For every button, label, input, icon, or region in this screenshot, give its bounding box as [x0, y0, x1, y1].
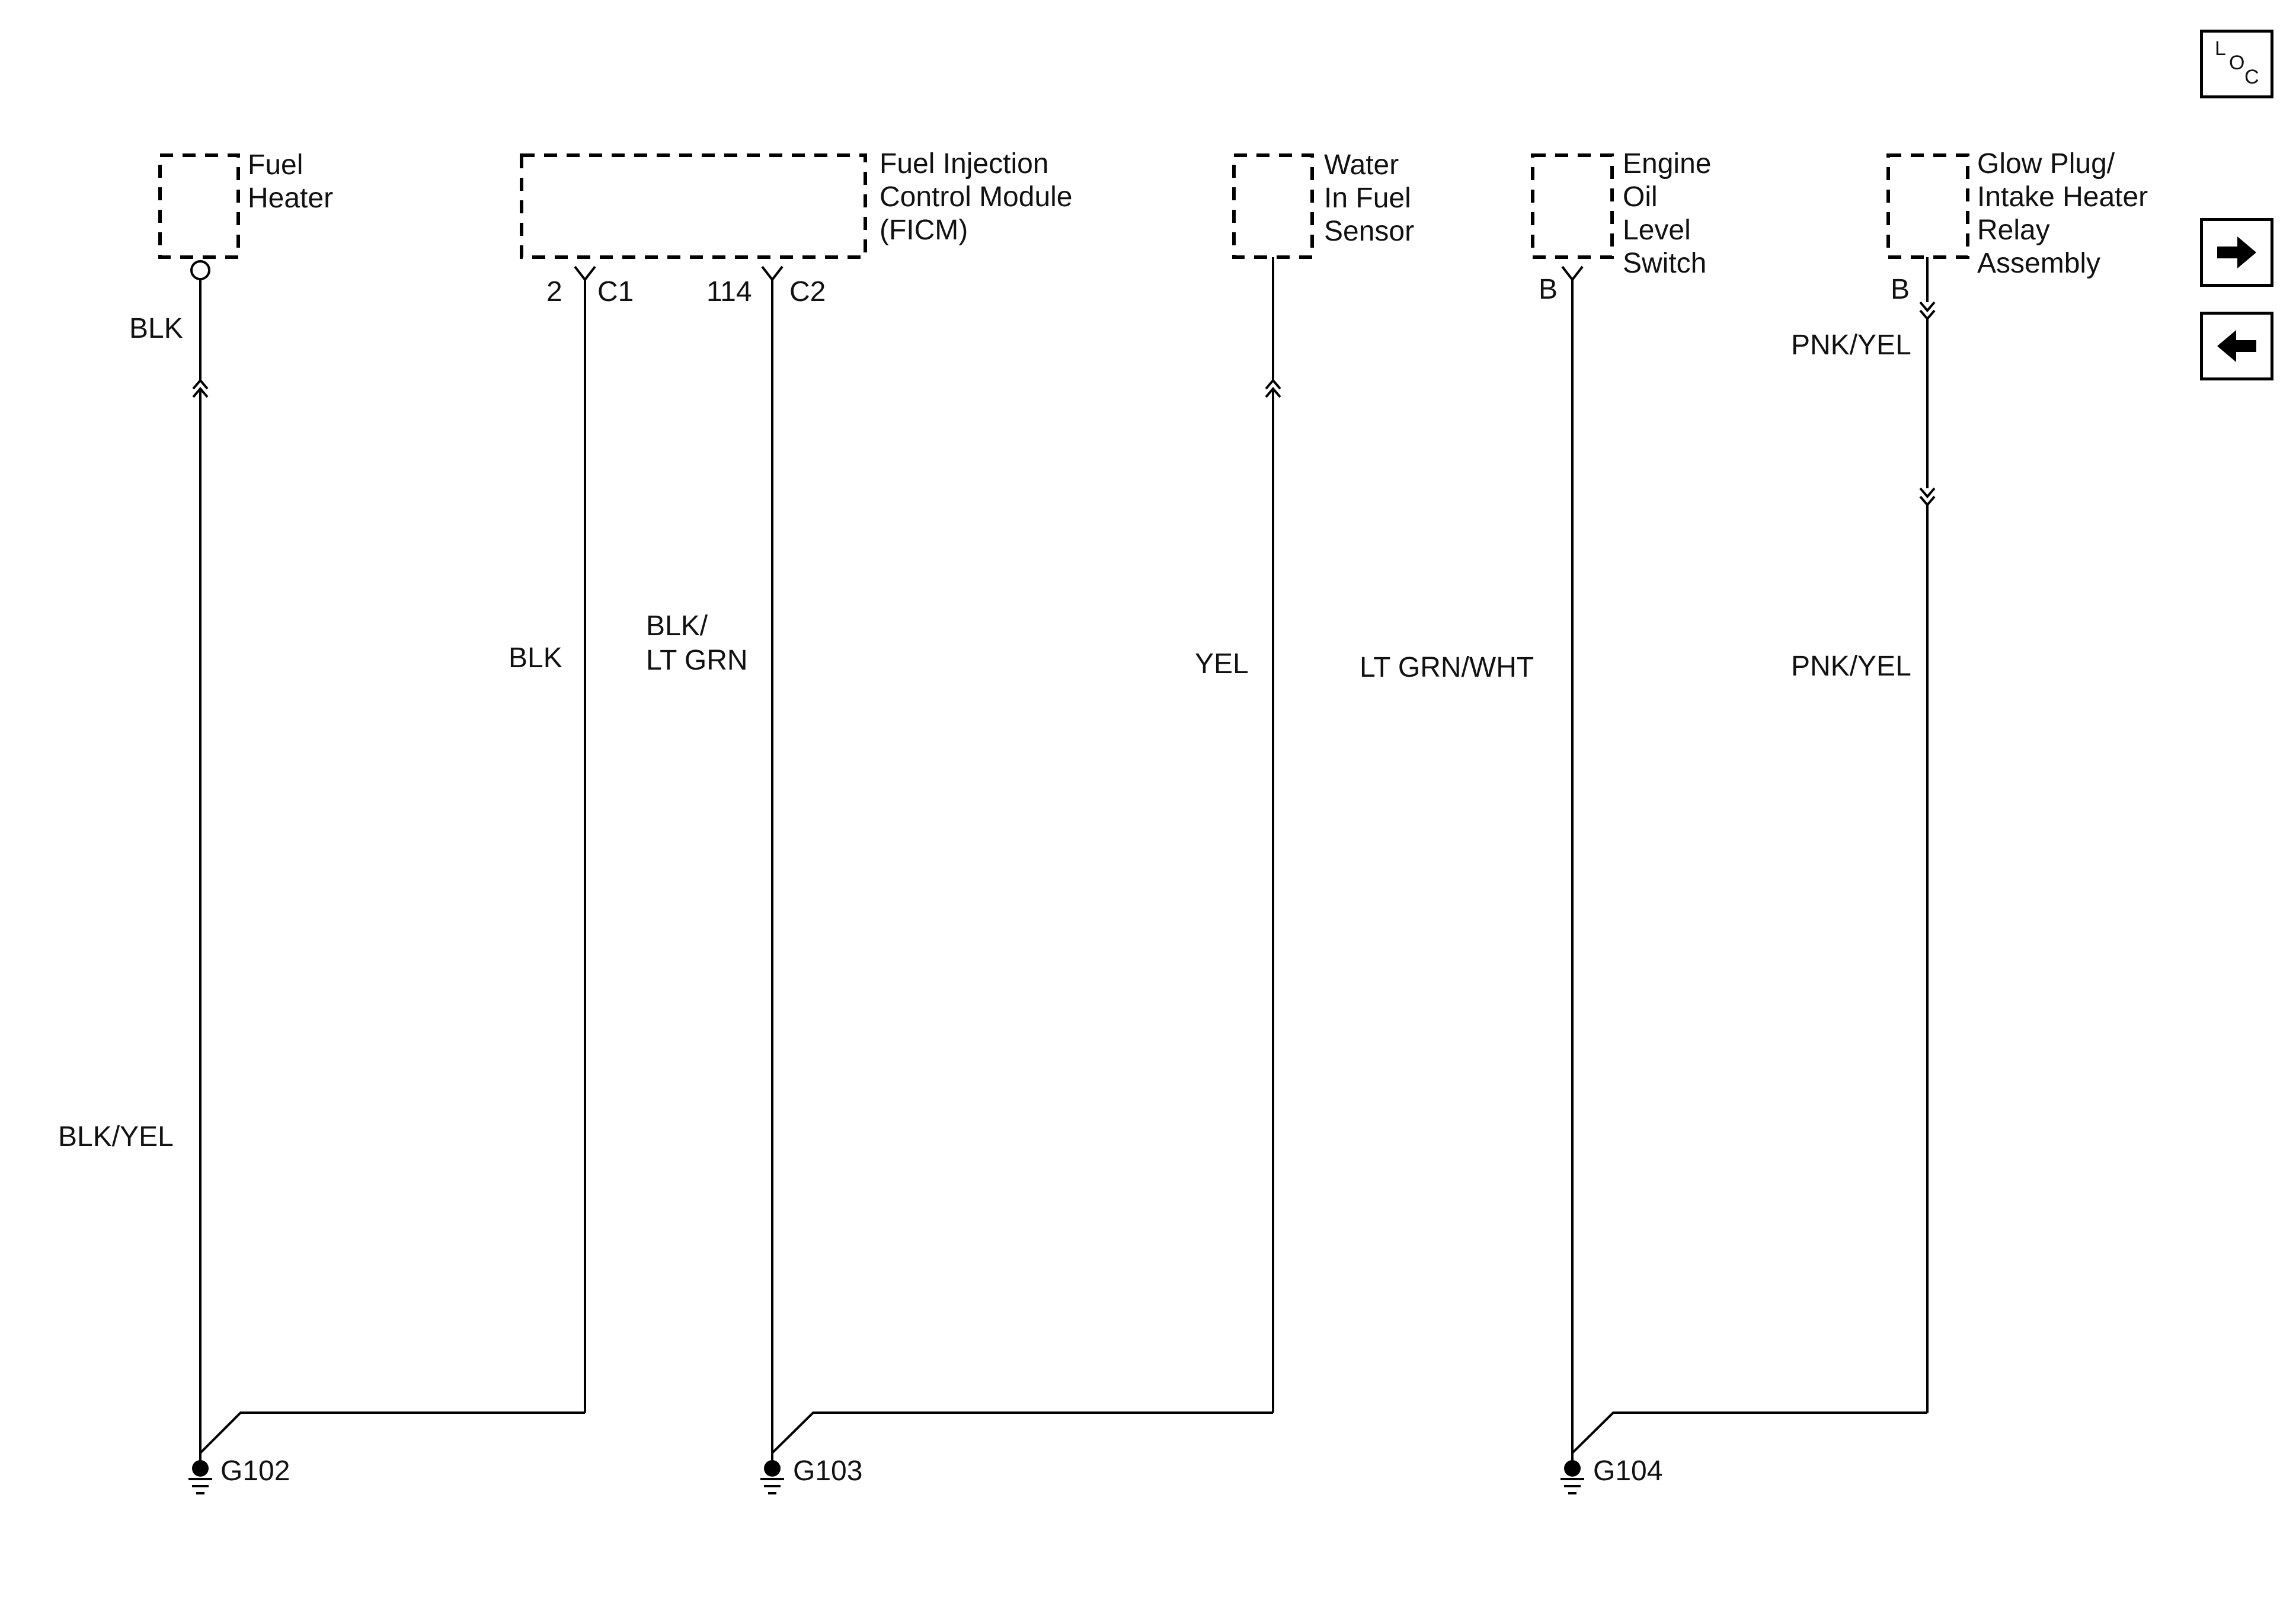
g103-junction-wire	[771, 1411, 1273, 1454]
g102-junction-wire	[199, 1411, 585, 1454]
wire-label-lt-grn-wht: LT GRN/WHT	[1360, 652, 1534, 683]
glow-plug-relay-label: Glow Plug/ Intake Heater Relay Assembly	[1977, 148, 2156, 279]
g102-ground-icon	[188, 1478, 212, 1494]
glow-plug-relay-box	[1886, 153, 1969, 259]
loc-letter-c: C	[2244, 66, 2259, 88]
loc-icon: L O C	[2215, 37, 2259, 88]
ficm-label: Fuel Injection Control Module (FICM)	[880, 148, 1080, 246]
g104-ground-icon	[1560, 1478, 1584, 1494]
wire-label-blk-yel: BLK/YEL	[58, 1121, 174, 1153]
wire-label-pnk-yel-upper: PNK/YEL	[1791, 329, 1911, 361]
ficm-c2-connector-label: C2	[789, 276, 826, 308]
g102-label: G102	[220, 1455, 290, 1487]
ficm-c1-pin-number: 2	[546, 276, 562, 308]
ficm-c2-pin-number: 114	[706, 276, 752, 308]
next-page-button[interactable]	[2200, 218, 2273, 287]
g103-splice-dot	[764, 1460, 781, 1477]
ficm-c1-connector-label: C1	[597, 276, 634, 308]
ficm-c2-pin-connector	[761, 265, 784, 282]
fuel-heater-box	[158, 153, 240, 259]
wire-label-blk-ficm: BLK	[509, 642, 562, 674]
wire-label-pnk-yel-lower: PNK/YEL	[1791, 651, 1911, 682]
arrow-right-icon	[2217, 236, 2256, 268]
g104-splice-dot	[1564, 1460, 1581, 1477]
oil-switch-label: Engine Oil Level Switch	[1623, 148, 1719, 279]
g103-label: G103	[793, 1455, 862, 1487]
g103-ground-icon	[760, 1478, 784, 1494]
wire-label-blk-fuel-heater: BLK	[129, 313, 183, 344]
arrow-left-icon	[2217, 330, 2256, 362]
loc-letter-o: O	[2229, 52, 2244, 74]
glow-plug-pin-connector	[1919, 301, 1936, 321]
g102-splice-dot	[192, 1460, 209, 1477]
oil-switch-pin-label: B	[1539, 274, 1558, 305]
glow-plug-pin-label: B	[1891, 274, 1910, 305]
loc-button[interactable]: L O C	[2200, 30, 2273, 98]
fuel-heater-label: Fuel Heater	[248, 149, 333, 214]
oil-switch-box	[1531, 153, 1614, 259]
g104-junction-wire	[1571, 1411, 1927, 1454]
wire-label-yel: YEL	[1195, 648, 1249, 680]
water-sensor-box	[1232, 153, 1314, 259]
wire-label-blk-lt-grn: BLK/ LT GRN	[646, 610, 748, 676]
g104-label: G104	[1593, 1455, 1662, 1487]
previous-page-button[interactable]	[2200, 312, 2273, 380]
fuel-heater-terminal	[190, 260, 210, 280]
ficm-box	[520, 153, 867, 259]
glow-plug-inline-connector	[1919, 487, 1936, 507]
loc-letter-l: L	[2215, 37, 2226, 60]
oil-switch-pin-connector	[1561, 265, 1584, 282]
ficm-c1-pin-connector	[574, 265, 596, 282]
water-sensor-label: Water In Fuel Sensor	[1324, 149, 1419, 247]
